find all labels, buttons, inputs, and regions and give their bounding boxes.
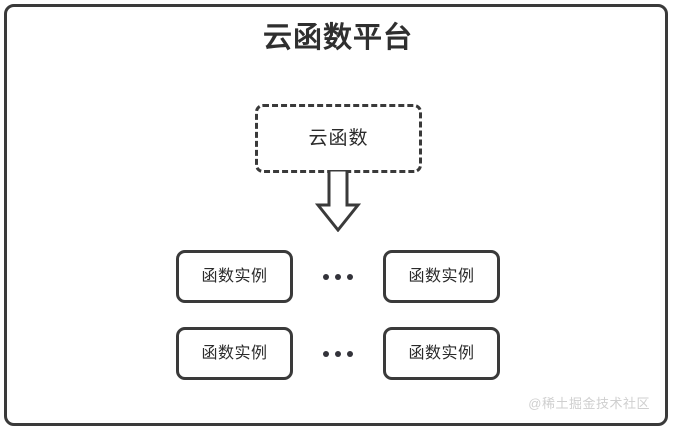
ellipsis-dot	[347, 350, 353, 357]
cloud-function-label: 云函数	[308, 128, 369, 149]
down-arrow-icon	[314, 168, 362, 233]
function-instance-grid: 函数实例 函数实例 函数实例 函数实例	[176, 250, 500, 380]
function-instance-box: 函数实例	[383, 250, 500, 303]
function-instance-row: 函数实例 函数实例	[176, 327, 500, 380]
function-instance-box: 函数实例	[176, 327, 293, 380]
function-instance-box: 函数实例	[176, 250, 293, 303]
function-instance-row: 函数实例 函数实例	[176, 250, 500, 303]
down-arrow-glyph	[314, 168, 362, 233]
ellipsis-dot	[323, 350, 329, 357]
ellipsis-icon	[310, 350, 366, 357]
ellipsis-icon	[310, 273, 366, 280]
platform-title: 云函数平台	[262, 22, 413, 54]
function-instance-box: 函数实例	[383, 327, 500, 380]
function-instance-label: 函数实例	[408, 344, 475, 362]
ellipsis-dot	[323, 273, 329, 280]
function-instance-label: 函数实例	[201, 344, 268, 362]
ellipsis-dot	[335, 273, 341, 280]
ellipsis-dot	[335, 350, 341, 357]
function-instance-label: 函数实例	[408, 267, 475, 285]
ellipsis-dot	[347, 273, 353, 280]
cloud-function-node: 云函数	[255, 104, 422, 173]
watermark: @稀土掘金技术社区	[528, 396, 650, 411]
function-instance-label: 函数实例	[201, 267, 268, 285]
